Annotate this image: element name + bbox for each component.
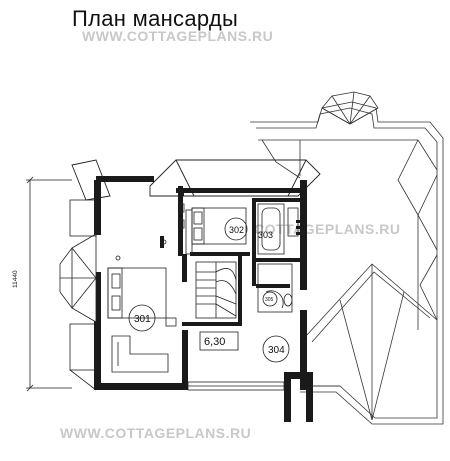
watermark-top: WWW.COTTAGEPLANS.RU bbox=[82, 28, 274, 44]
area-label: 6,30 bbox=[204, 336, 225, 348]
room-label-301: 301 bbox=[134, 314, 151, 325]
plan-title: План мансарды bbox=[72, 6, 239, 31]
room-marker-304 bbox=[262, 335, 290, 363]
watermark-bottom: WWW.COTTAGEPLANS.RU bbox=[60, 425, 252, 441]
room-marker-301 bbox=[128, 304, 156, 332]
room-marker-302 bbox=[224, 217, 248, 241]
watermark-middle: COTTAGEPLANS.RU bbox=[254, 221, 401, 237]
room-label-305: 305 bbox=[265, 297, 274, 303]
room-label-302: 302 bbox=[229, 225, 244, 235]
room-marker-305 bbox=[262, 291, 278, 307]
roof-outline bbox=[250, 91, 444, 425]
room-label-304: 304 bbox=[268, 345, 285, 356]
furniture bbox=[59, 199, 299, 391]
room-label-303: 303 bbox=[258, 230, 273, 240]
dimension-label: 11440 bbox=[12, 270, 19, 288]
